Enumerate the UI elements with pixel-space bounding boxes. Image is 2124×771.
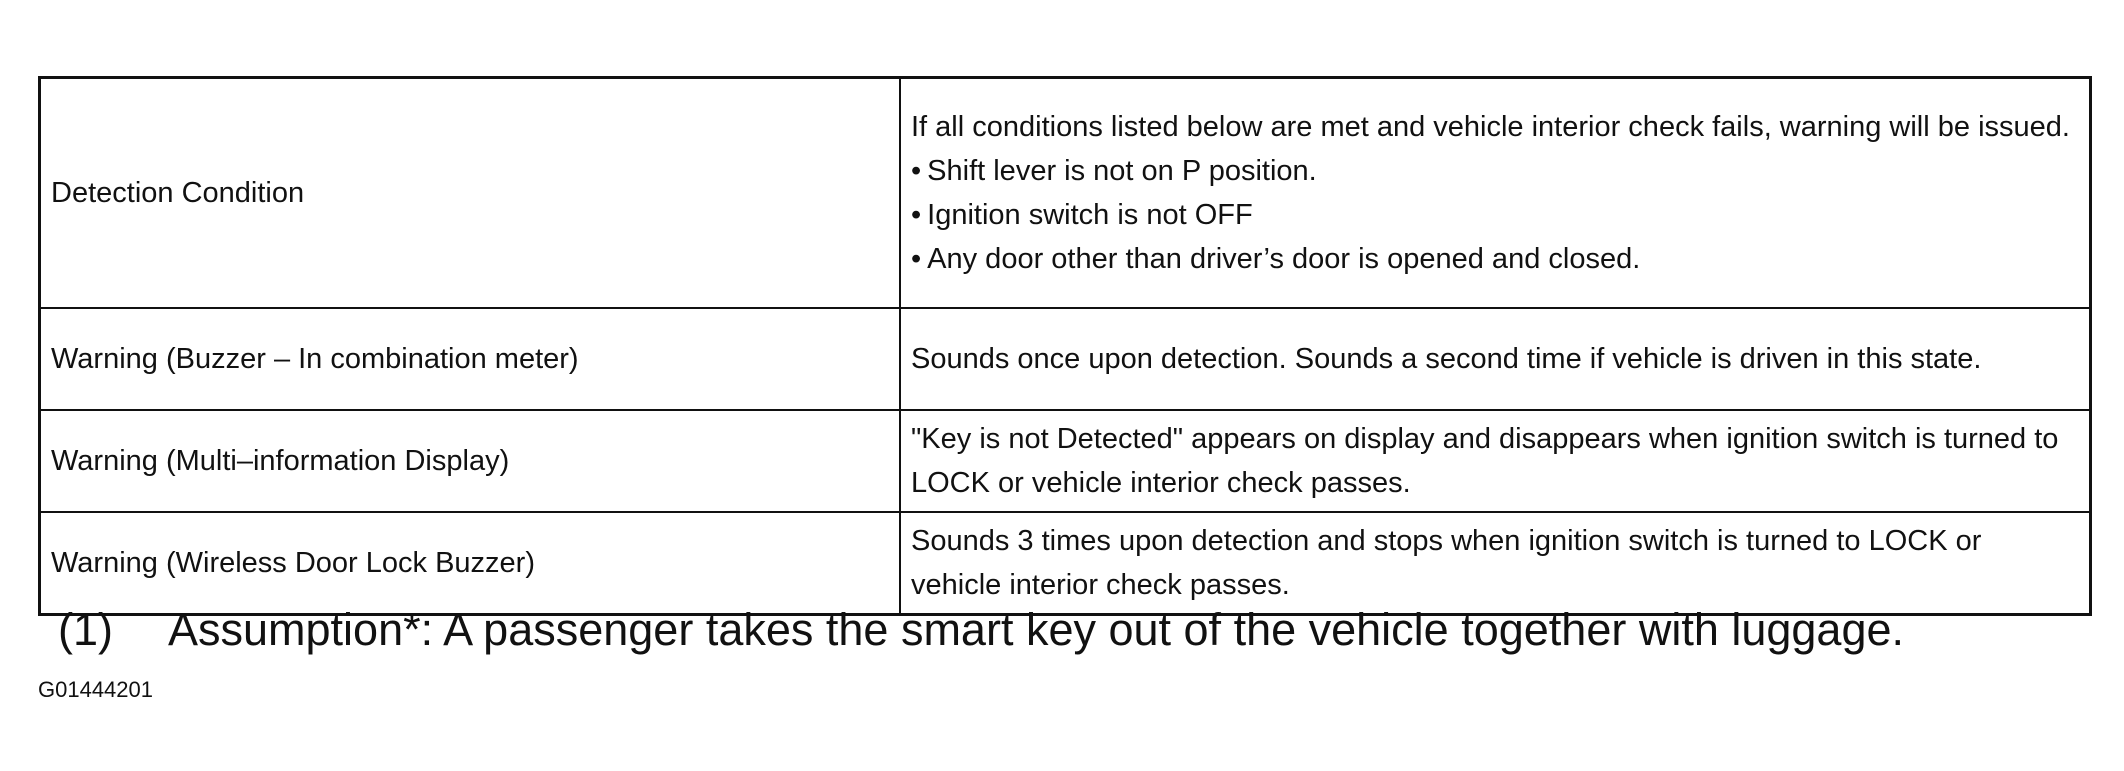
caption-number: (1) <box>58 604 113 655</box>
condition-item: Any door other than driver’s door is ope… <box>911 237 2079 281</box>
table-row: Warning (Wireless Door Lock Buzzer) Soun… <box>38 511 2092 616</box>
caption-text: Assumption*: A passenger takes the smart… <box>168 604 1905 655</box>
condition-list: Shift lever is not on P position. Igniti… <box>911 149 2079 281</box>
table-row: Warning (Multi–information Display) "Key… <box>38 409 2092 513</box>
row-description: "Key is not Detected" appears on display… <box>899 409 2092 513</box>
figure-id: G01444201 <box>38 677 153 702</box>
table-row: Warning (Buzzer – In combination meter) … <box>38 307 2092 411</box>
caption: (1) Assumption*: A passenger takes the sm… <box>58 602 1904 658</box>
condition-item: Ignition switch is not OFF <box>911 193 2079 237</box>
row-label: Warning (Multi–information Display) <box>38 409 901 513</box>
row-label: Warning (Wireless Door Lock Buzzer) <box>38 511 901 616</box>
row-description: Sounds 3 times upon detection and stops … <box>899 511 2092 616</box>
row-label: Warning (Buzzer – In combination meter) <box>38 307 901 411</box>
row-description: If all conditions listed below are met a… <box>899 76 2092 309</box>
condition-item: Shift lever is not on P position. <box>911 149 2079 193</box>
table-row: Detection Condition If all conditions li… <box>38 76 2092 309</box>
warning-conditions-table: Detection Condition If all conditions li… <box>38 76 2092 616</box>
row-description: Sounds once upon detection. Sounds a sec… <box>899 307 2092 411</box>
row-label: Detection Condition <box>38 76 901 309</box>
detection-intro: If all conditions listed below are met a… <box>911 111 2070 143</box>
